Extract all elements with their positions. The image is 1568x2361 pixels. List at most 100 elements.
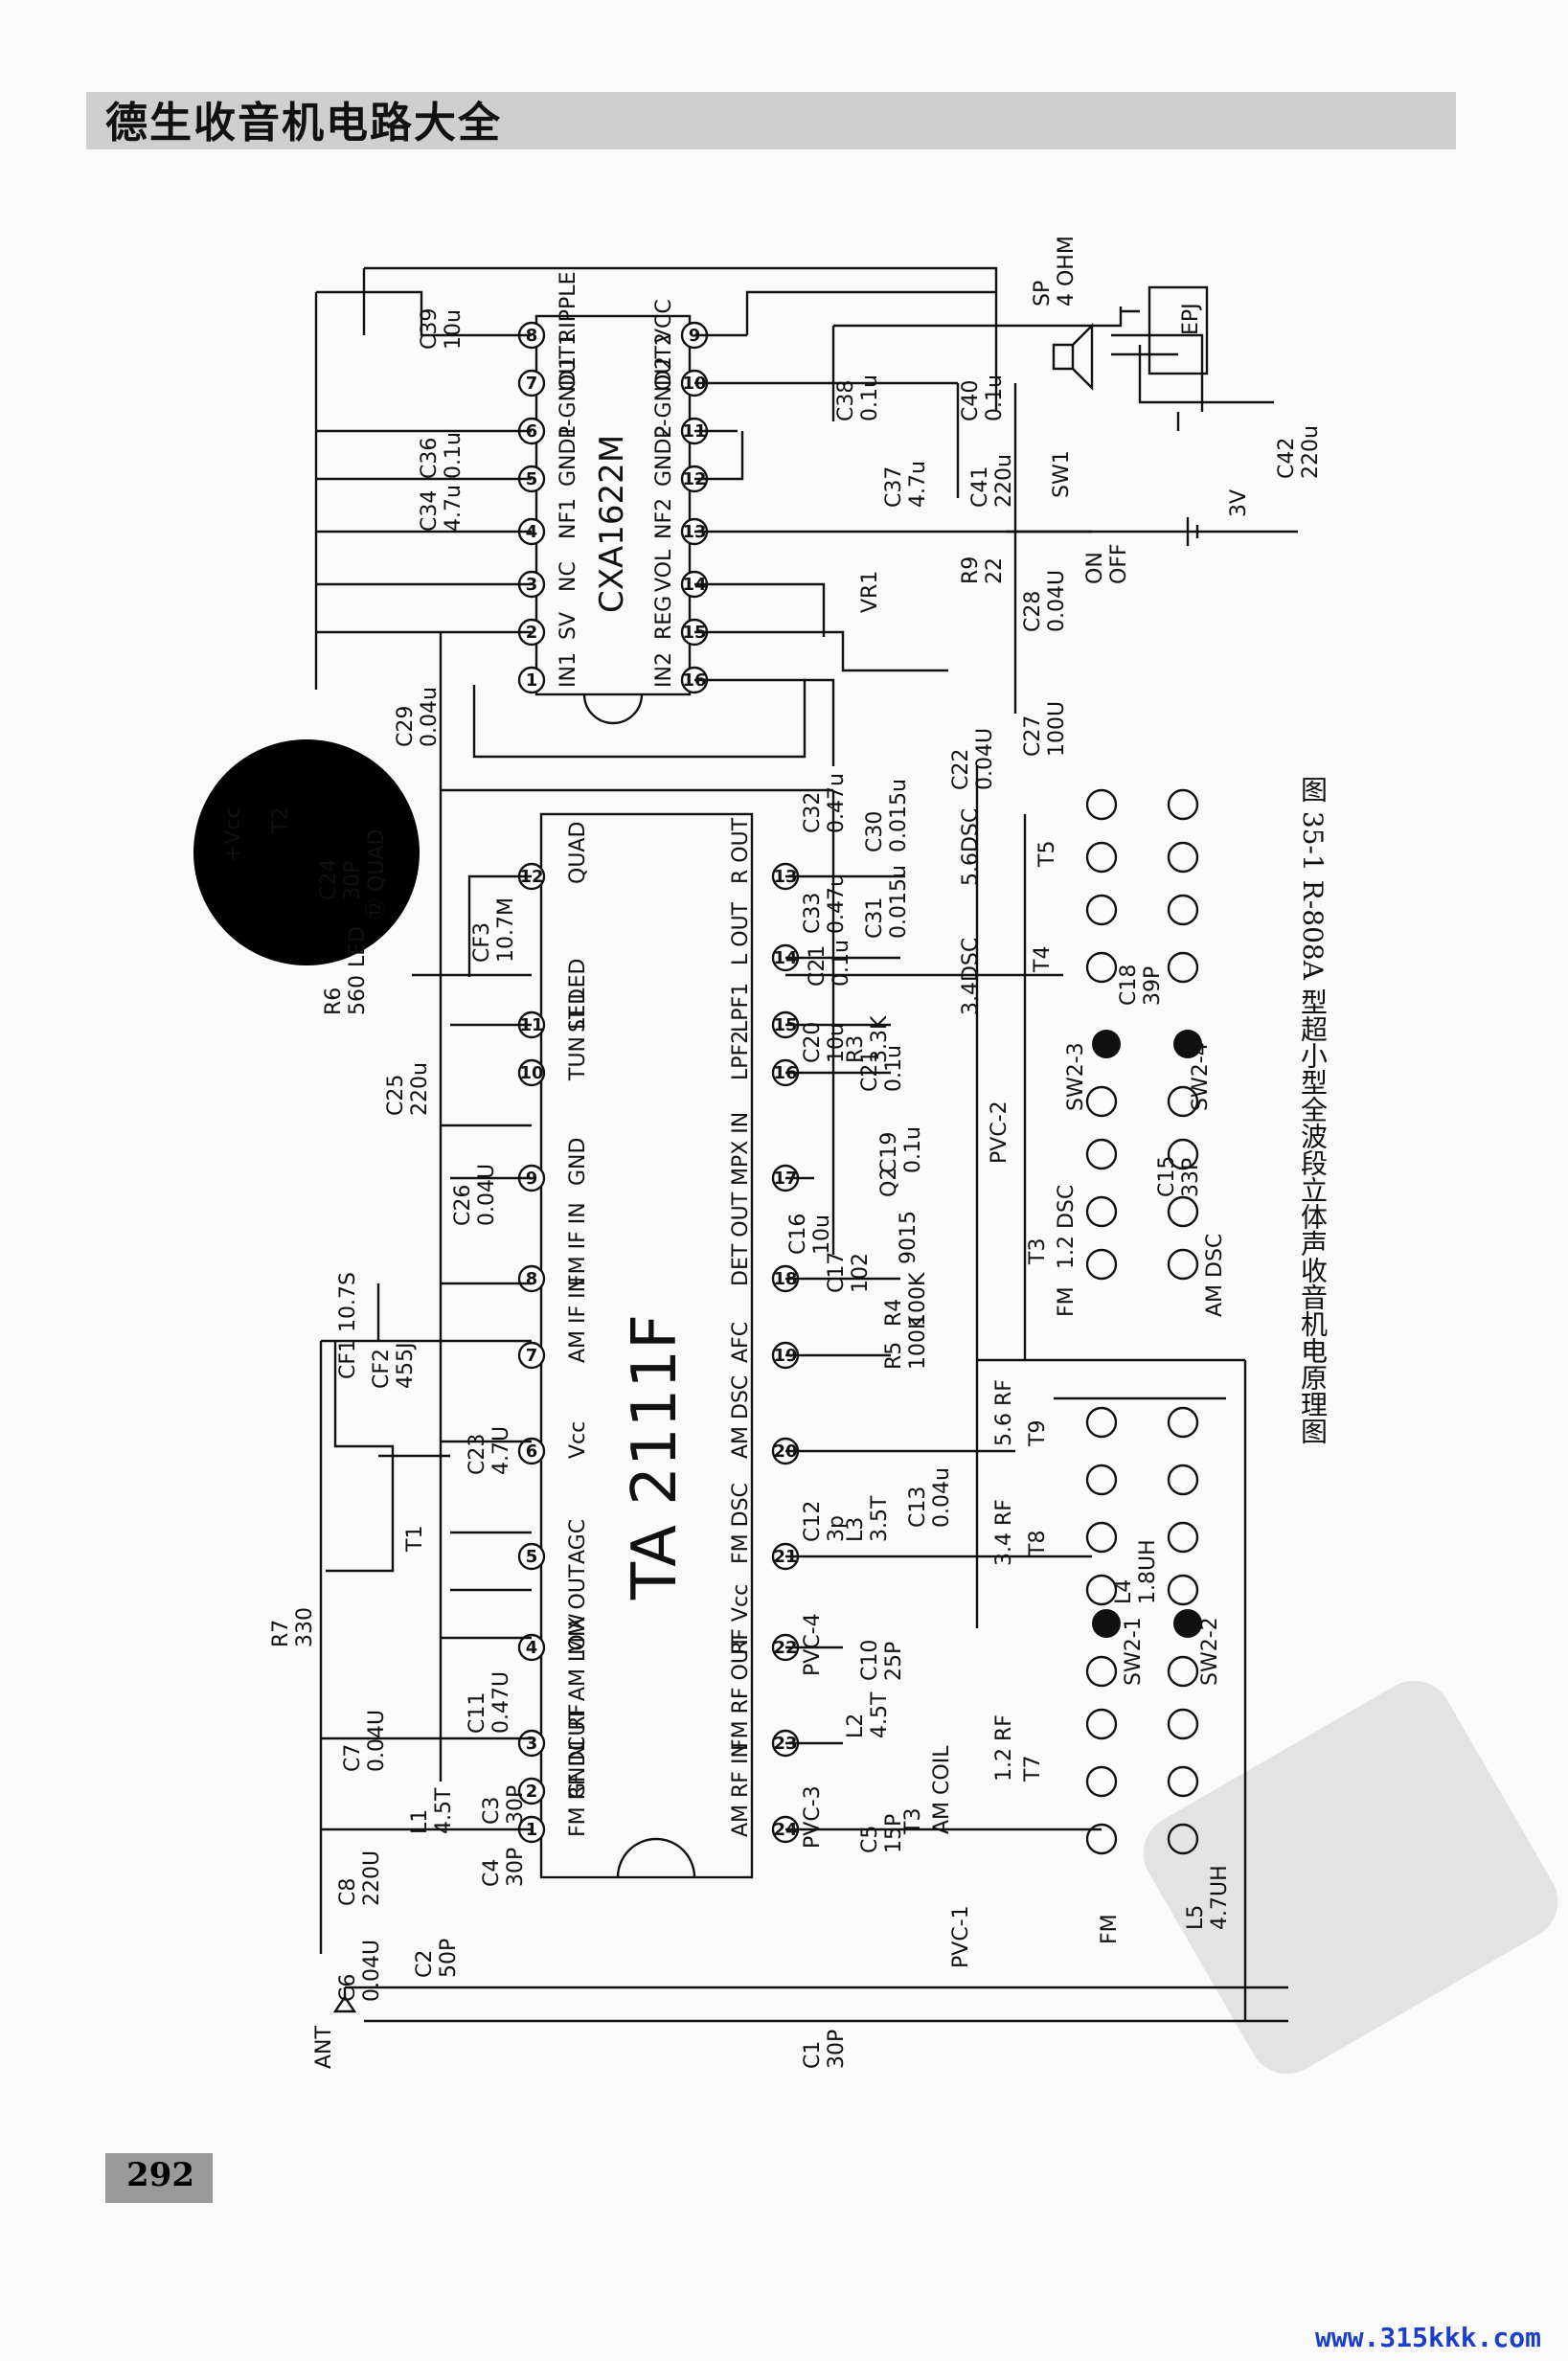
ta2111f-pin-label: R OUT [729,817,753,884]
component-label-sw24: SW2-4 [1189,1042,1213,1111]
component-label-c36v: 0.1u [442,432,466,479]
switch-contact [1167,788,1199,821]
component-label-t9: T9 [1026,1420,1050,1447]
component-label-c26: C26 [451,1185,475,1226]
component-label-c31v: 0.015u [887,865,911,939]
component-label-rf12: 1.2 RF [992,1714,1016,1782]
component-label-c13v: 0.04u [930,1467,954,1528]
switch-contact [1085,1248,1118,1281]
component-label-c2: C2 [413,1950,437,1978]
page-number: 292 [126,2156,194,2194]
component-label-c5v: 15P [882,1814,906,1853]
component-label-l5v: 4.7UH [1208,1865,1232,1930]
component-label-q2: Q2 [877,1168,901,1197]
ta2111f-pin-label: AM RF IN [729,1742,753,1837]
component-label-c3v: 30P [504,1785,528,1825]
ta2111f-pin-label: FM RF IN [566,1744,590,1837]
component-label-c24: C24 [317,859,341,900]
component-label-c28: C28 [1021,591,1045,632]
component-label-amcoil: AM COIL [930,1745,954,1834]
component-label-c39v: 10u [442,309,466,350]
cxa1622m-pin-label: NF2 [652,498,676,539]
ta2111f-pin-number: 3 [526,1734,538,1754]
cxa1622m-pin-label: GND1 [557,425,580,487]
cxa1622m-pin-label: REG [652,596,676,640]
component-label-l2: L2 [844,1714,868,1738]
switch-contact [1167,841,1199,874]
component-label-c5: C5 [858,1826,882,1853]
ta2111f-pin-5 [517,1542,546,1571]
component-label-c1v: 30P [825,2030,849,2069]
component-label-c10: C10 [858,1640,882,1681]
component-label-c12: C12 [801,1501,825,1542]
component-label-c20: C20 [801,1022,825,1063]
component-label-c11: C11 [466,1692,489,1734]
ta2111f-pin-label: MIX OUT [566,1564,590,1655]
ta2111f-pin-label: AM DSC [729,1375,753,1459]
component-label-led: LED [346,926,370,967]
cxa1622m-pin-label: IN2 [652,652,676,688]
component-label-c4: C4 [480,1859,504,1887]
ta2111f-pin-number: 8 [526,1269,538,1289]
component-label-c27v: 100U [1045,701,1069,757]
component-label-c33: C33 [801,893,825,934]
component-label-c25v: 220u [408,1062,432,1116]
ta2111f-pin-label: AM IF IN [566,1277,590,1363]
component-label-amdsc: AM DSC [1203,1234,1227,1317]
switch-contact [1085,1138,1118,1170]
ta2111f-pin-3 [517,1729,546,1758]
component-label-r9: R9 [959,556,983,584]
component-label-c3: C3 [480,1797,504,1825]
component-label-t4: T4 [1031,946,1055,973]
ta2111f-pin-number: 5 [526,1547,538,1567]
component-label-r3: R3 [844,1035,868,1063]
switch-contact [1167,1248,1199,1281]
switch-contact [1085,1823,1118,1855]
component-label-off: OFF [1107,543,1131,584]
band-switch-contacts [1085,788,1199,1855]
ta2111f-pin-label: GND [566,1138,590,1186]
ic-cxa1622m-name: CXA1622M [593,435,631,613]
component-label-t2: T2 [269,807,293,834]
component-label-c22: C22 [949,749,973,790]
component-label-on: ON [1083,552,1107,584]
ta2111f-pin-label: AGC [566,1519,590,1564]
component-label-pvc1: PVC-1 [949,1905,973,1968]
component-label-t8: T8 [1026,1531,1050,1557]
cxa1622m-pin-label: OUT2 [652,332,676,391]
component-label-sp: SP [1031,281,1055,306]
page-number-bar [105,2153,213,2203]
switch-contact [1085,1085,1118,1118]
component-label-l5: L5 [1184,1905,1208,1930]
ta2111f-pin-label: LPF1 [729,983,753,1033]
component-label-r6v: 560 [346,975,370,1015]
component-label-c18v: 39P [1141,966,1165,1006]
component-label-v3: 3V [1227,489,1251,517]
component-label-c32: C32 [801,792,825,833]
switch-contact [1167,1765,1199,1798]
component-label-dsc56: 5.6DSC [959,808,983,886]
switch-contact [1167,1823,1199,1855]
switch-contact [1085,951,1118,984]
component-label-c1: C1 [801,2041,825,2069]
component-label-c41: C41 [968,466,992,508]
quad-coil-inset [193,739,420,965]
ta2111f-pin-label: FM DSC [729,1483,753,1564]
component-label-c40: C40 [959,380,983,421]
cxa1622m-pin-label: NC [557,561,580,592]
component-label-fm2: FM [1098,1914,1122,1944]
component-label-c28v: 0.04U [1045,570,1069,632]
cxa1622m-pin-label: NF1 [557,498,580,539]
component-label-r3v: 3.3K [868,1015,892,1063]
cxa1622m-pin-label: P-GND2 [652,356,676,439]
switch-contact [1085,1464,1118,1496]
component-label-sw21: SW2-1 [1122,1617,1146,1686]
cxa1622m-pin-label: VOL [652,549,676,592]
switch-contact [1167,1085,1199,1118]
component-label-l2v: 4.5T [868,1691,892,1738]
cxa1622m-pin-label: SV [557,612,580,640]
ta2111f-pin-label: GND1 RF [566,1704,590,1799]
component-label-c6v: 0.04U [360,1940,384,2002]
component-label-c11v: 0.47U [489,1671,513,1734]
ic-ta2111f-name: TA 2111F [620,1314,691,1600]
